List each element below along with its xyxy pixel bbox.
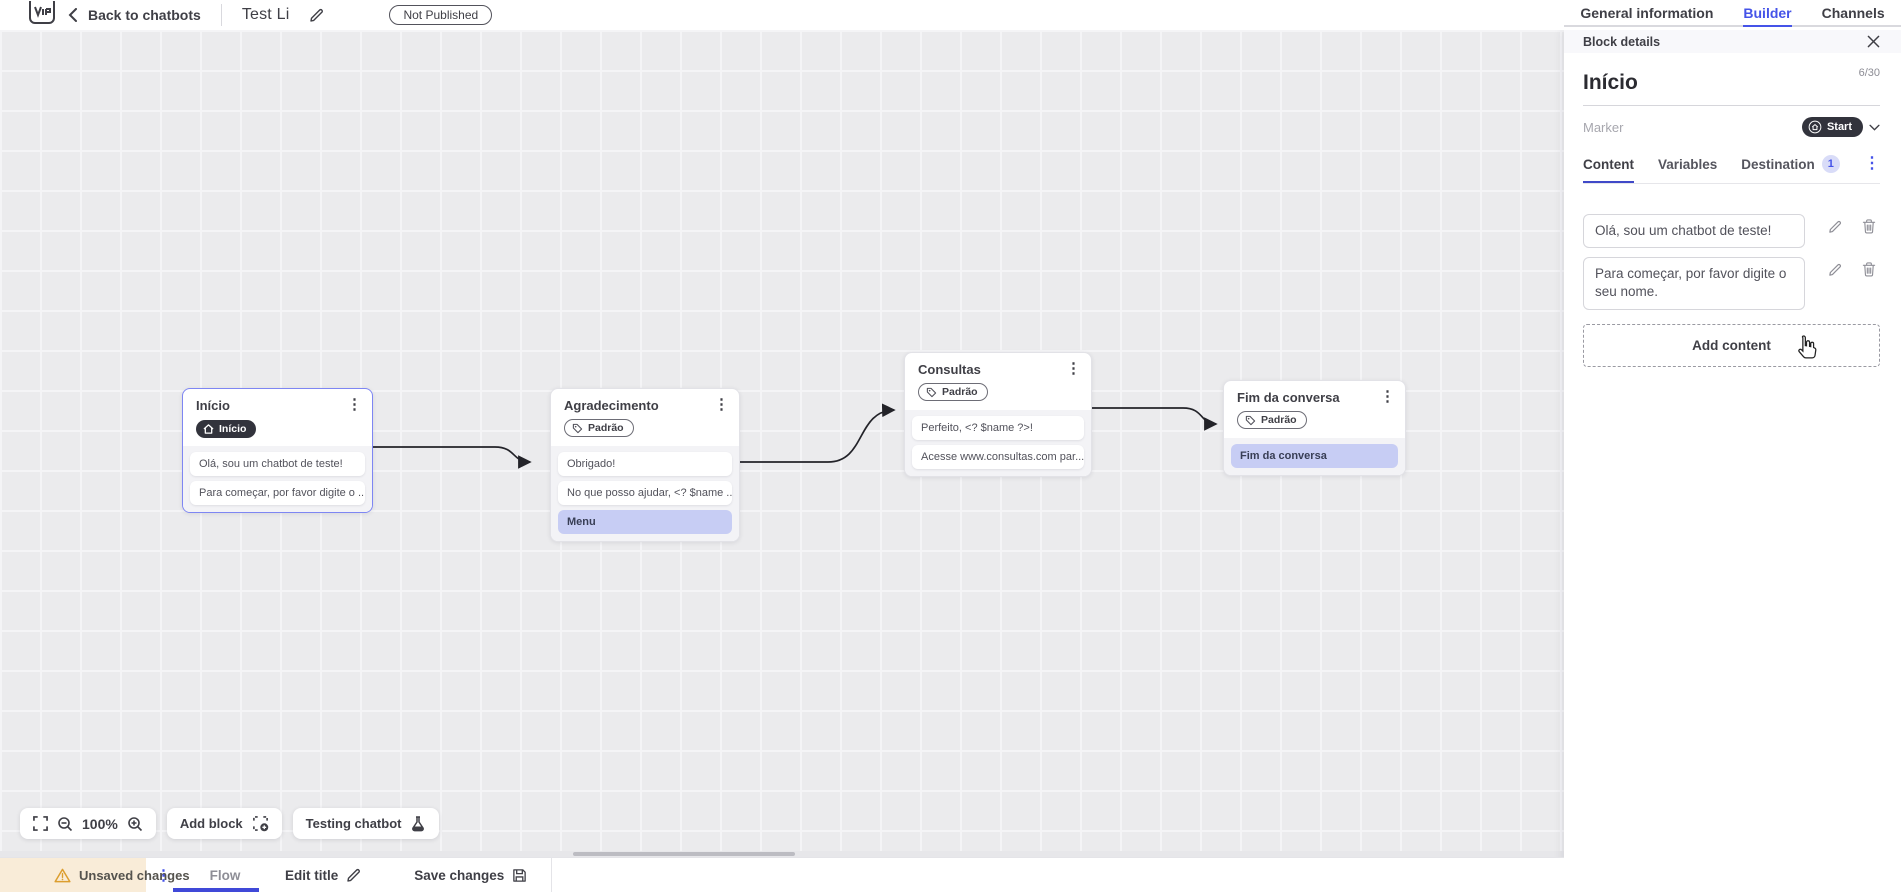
- destination-count-badge: 1: [1821, 155, 1840, 173]
- flow-block-agradecimento[interactable]: Agradecimento ⋮ Padrão Obrigado! No que …: [550, 388, 740, 542]
- marker-select[interactable]: Start: [1801, 117, 1880, 137]
- chatbot-title: Test Li: [241, 6, 290, 23]
- save-changes-button[interactable]: Save changes: [380, 858, 545, 892]
- back-label: Back to chatbots: [88, 7, 201, 23]
- block-title: Início: [196, 398, 230, 413]
- delete-content-icon[interactable]: [1862, 262, 1876, 277]
- block-title: Fim da conversa: [1237, 390, 1340, 405]
- block-menu-icon[interactable]: ⋮: [714, 396, 729, 413]
- padrao-badge: Padrão: [918, 383, 988, 401]
- flask-icon: [410, 815, 426, 832]
- block-message[interactable]: No que posso ajudar, <? $name ...: [558, 480, 732, 505]
- divider: [551, 858, 553, 892]
- edit-content-icon[interactable]: [1828, 262, 1843, 277]
- content-item-row: Para começar, por favor digite o seu nom…: [1583, 257, 1880, 310]
- back-to-chatbots-button[interactable]: Back to chatbots: [68, 7, 201, 23]
- save-icon: [512, 868, 527, 883]
- testing-chatbot-button[interactable]: Testing chatbot: [292, 808, 440, 839]
- char-counter: 6/30: [1858, 67, 1880, 79]
- block-message[interactable]: Obrigado!: [558, 451, 732, 476]
- close-panel-icon[interactable]: [1867, 35, 1880, 48]
- edit-chatbot-title-icon[interactable]: [309, 7, 325, 23]
- block-details-panel: Block details Início 6/30 Marker Start C…: [1564, 30, 1901, 892]
- back-chevron-icon: [68, 8, 78, 22]
- add-content-button[interactable]: Add content: [1583, 323, 1880, 367]
- flow-menu-icon[interactable]: ⋮: [156, 867, 171, 884]
- padrao-badge: Padrão: [564, 419, 634, 437]
- zoom-level: 100%: [82, 815, 118, 832]
- edit-content-icon[interactable]: [1828, 219, 1843, 234]
- block-menu-icon[interactable]: ⋮: [1380, 388, 1395, 405]
- tab-builder[interactable]: Builder: [1743, 0, 1792, 27]
- content-message-box[interactable]: Para começar, por favor digite o seu nom…: [1583, 257, 1805, 310]
- marker-label: Marker: [1583, 119, 1624, 135]
- block-detail-tabs: Content Variables Destination 1 ⋮: [1583, 149, 1880, 184]
- block-message[interactable]: Acesse www.consultas.com par...: [912, 444, 1084, 469]
- unsaved-changes-label: Unsaved changes: [79, 867, 190, 883]
- canvas-horizontal-scrollbar-thumb[interactable]: [573, 852, 795, 856]
- edit-title-button[interactable]: Edit title: [267, 858, 380, 892]
- padrao-badge: Padrão: [1237, 411, 1307, 429]
- status-badge: Not Published: [389, 5, 493, 25]
- app-logo-icon: [28, 0, 56, 27]
- top-bar: Back to chatbots Test Li Not Published G…: [0, 0, 1901, 30]
- warning-icon: [54, 868, 71, 883]
- tabs-menu-icon[interactable]: ⋮: [1864, 155, 1880, 172]
- zoom-out-icon[interactable]: [57, 816, 73, 832]
- block-menu-icon[interactable]: ⋮: [1066, 360, 1081, 377]
- content-item-row: Olá, sou um chatbot de teste!: [1583, 214, 1880, 249]
- tab-variables[interactable]: Variables: [1658, 156, 1718, 172]
- start-pill-badge: Start: [1801, 117, 1863, 137]
- tab-content[interactable]: Content: [1583, 151, 1634, 183]
- tab-flow[interactable]: Flow: [173, 858, 267, 892]
- flow-block-inicio[interactable]: Início ⋮ Início Olá, sou um chatbot de t…: [182, 388, 373, 513]
- block-menu-item[interactable]: Menu: [558, 509, 732, 534]
- block-name-field[interactable]: Início 6/30: [1583, 67, 1880, 106]
- builder-nav-tabs: General information Builder Channels: [1564, 0, 1901, 27]
- zoom-controls: 100%: [20, 808, 156, 839]
- block-name-value: Início: [1583, 71, 1638, 94]
- block-message[interactable]: Olá, sou um chatbot de teste!: [190, 452, 365, 476]
- tab-destination[interactable]: Destination 1: [1741, 149, 1840, 184]
- block-title: Consultas: [918, 362, 981, 377]
- flow-tab-underline: [173, 888, 259, 892]
- flow-block-consultas[interactable]: Consultas ⋮ Padrão Perfeito, <? $name ?>…: [904, 352, 1092, 477]
- bottom-bar: Unsaved changes ⋮ Flow Edit title Save c…: [0, 857, 1564, 892]
- content-message-box[interactable]: Olá, sou um chatbot de teste!: [1583, 214, 1805, 249]
- unsaved-changes-indicator: Unsaved changes: [0, 858, 190, 892]
- tab-channels[interactable]: Channels: [1821, 4, 1885, 21]
- divider: [220, 4, 222, 26]
- block-menu-item[interactable]: Fim da conversa: [1231, 443, 1398, 468]
- flow-canvas[interactable]: Início ⋮ Início Olá, sou um chatbot de t…: [0, 30, 1564, 857]
- block-message[interactable]: Para começar, por favor digite o ...: [190, 481, 365, 505]
- zoom-in-icon[interactable]: [127, 816, 143, 832]
- delete-content-icon[interactable]: [1862, 219, 1876, 234]
- block-title: Agradecimento: [564, 398, 659, 413]
- flow-block-fim-da-conversa[interactable]: Fim da conversa ⋮ Padrão Fim da conversa: [1223, 380, 1406, 476]
- add-block-icon: [252, 815, 269, 832]
- chevron-down-icon: [1869, 124, 1880, 131]
- block-message[interactable]: Perfeito, <? $name ?>!: [912, 415, 1084, 440]
- block-menu-icon[interactable]: ⋮: [347, 396, 362, 413]
- fit-view-icon[interactable]: [33, 816, 48, 831]
- start-marker-badge: Início: [196, 420, 257, 438]
- tab-general-information[interactable]: General information: [1580, 4, 1714, 21]
- edit-title-pencil-icon: [346, 867, 362, 883]
- panel-title: Block details: [1583, 34, 1661, 49]
- canvas-toolbar: 100% Add block Testing chatbot: [20, 808, 440, 839]
- add-block-button[interactable]: Add block: [166, 808, 282, 839]
